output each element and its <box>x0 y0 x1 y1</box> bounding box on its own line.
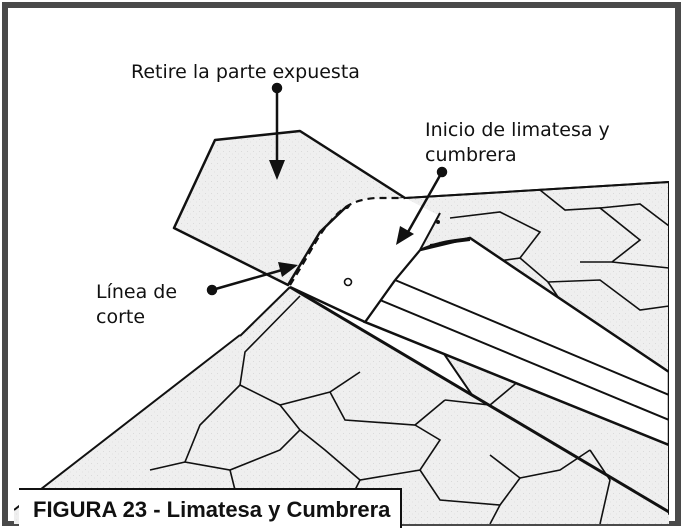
nail-mark <box>343 277 353 287</box>
arrow-start <box>396 166 448 245</box>
arrow-remove <box>269 82 285 180</box>
label-cut-line-2: corte <box>96 306 146 328</box>
nail-mark <box>436 220 440 224</box>
figure-caption: FIGURA 23 - Limatesa y Cumbrera <box>19 488 403 528</box>
label-cut-line-1: Línea de <box>96 281 178 303</box>
label-hip-ridge-start-1: Inicio de limatesa y <box>425 119 610 141</box>
arrow-cut <box>206 262 298 296</box>
label-hip-ridge-start-2: cumbrera <box>425 144 517 166</box>
label-remove-exposed: Retire la parte expuesta <box>131 61 360 83</box>
cut-line <box>289 196 405 286</box>
